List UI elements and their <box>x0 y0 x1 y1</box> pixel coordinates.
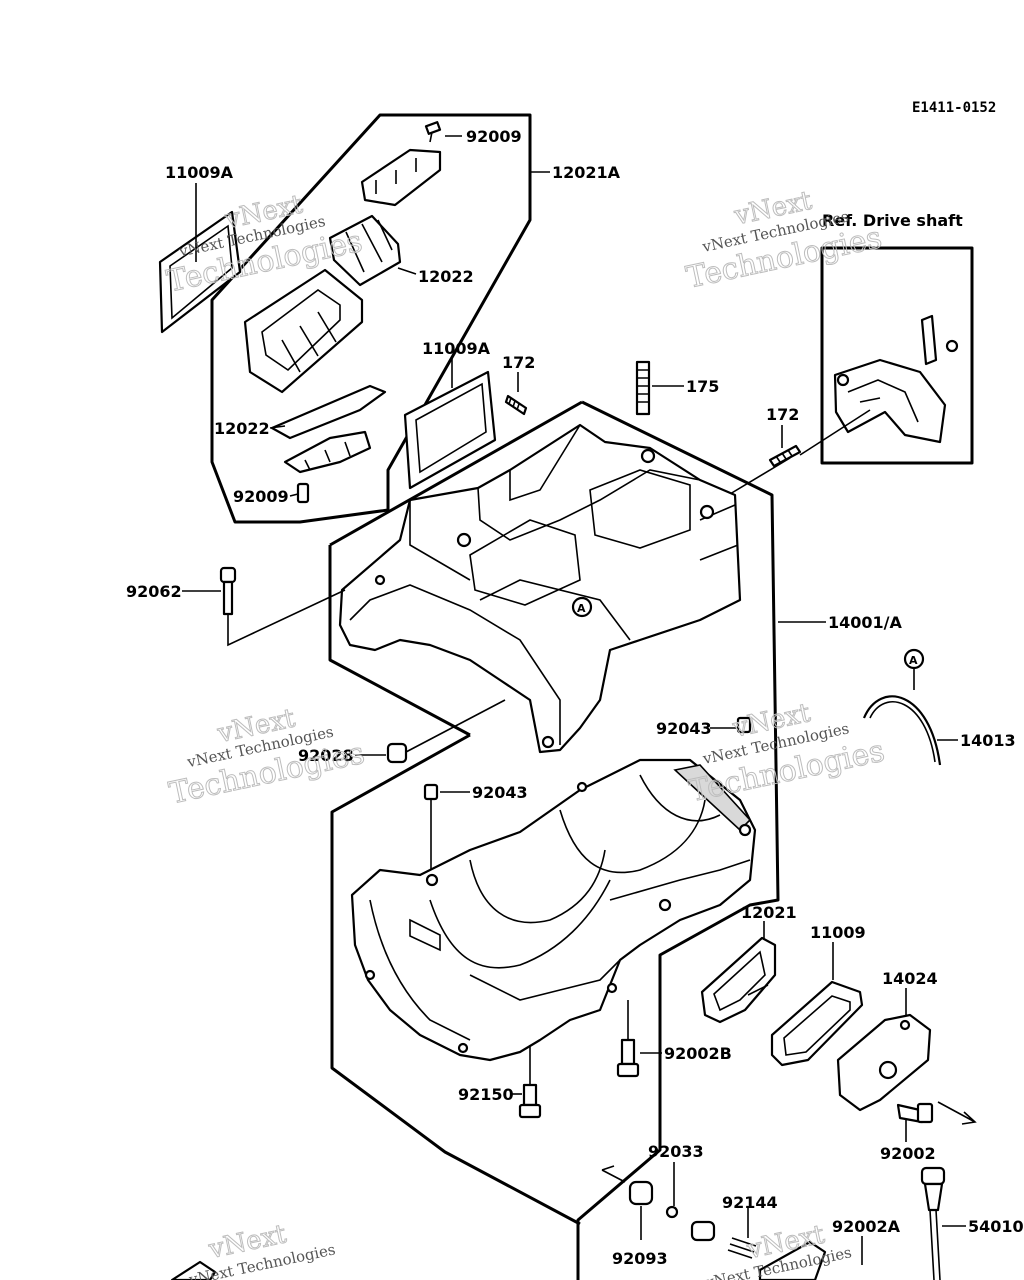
leader-12022-upper <box>397 267 417 275</box>
upper-crankcase <box>338 423 742 754</box>
watermark-bottom-right: vNext vNext Technologies <box>703 1219 853 1280</box>
part-fragment-bottom-left <box>170 1260 217 1280</box>
label-12021: 12021 <box>741 903 797 922</box>
cover-12021 <box>700 936 777 1024</box>
bolt-92002 <box>896 1102 934 1124</box>
screw-92009-upper <box>424 121 442 143</box>
reed-stopper-upper <box>360 148 442 207</box>
label-12022-upper: 12022 <box>418 267 474 286</box>
reed-petal-12022-upper <box>328 214 402 287</box>
label-175: 175 <box>686 377 719 396</box>
label-11009a-upper: 11009A <box>165 163 234 182</box>
label-92144: 92144 <box>722 1193 778 1212</box>
stud-175 <box>635 360 651 416</box>
dowel-92043-right <box>736 716 752 734</box>
label-11009a-middle: 11009A <box>422 339 491 358</box>
bolt-92062 <box>219 566 237 616</box>
arrow-left <box>601 1165 626 1183</box>
label-92093: 92093 <box>612 1249 668 1268</box>
watermark-middle-right: vNext vNext Technologies Technologies <box>686 698 888 810</box>
spring-92144 <box>727 1237 757 1259</box>
mark-a-upper <box>571 596 593 618</box>
drive-shaft-housing <box>833 314 959 444</box>
housing-bottom <box>758 1240 827 1280</box>
screw-92009-lower <box>296 482 310 504</box>
leader-12022-lower <box>269 425 286 429</box>
label-92043-left: 92043 <box>472 783 528 802</box>
collar-lower <box>690 1220 716 1242</box>
stud-172-right <box>768 444 802 468</box>
label-92062: 92062 <box>126 582 182 601</box>
label-92150: 92150 <box>458 1085 514 1104</box>
label-92002: 92002 <box>880 1144 936 1163</box>
bolt-92002b <box>616 1000 640 1078</box>
mark-a-upper-label: A <box>577 602 586 615</box>
gasket-11009a-middle <box>403 370 497 490</box>
label-92043-right: 92043 <box>656 719 712 738</box>
alignment-line-92062 <box>227 589 346 647</box>
label-12021a: 12021A <box>552 163 621 182</box>
watermark-middle-left: vNext vNext Technologies Technologies <box>166 703 368 812</box>
alignment-line-92028 <box>405 699 506 753</box>
watermark-upper-right: vNext vNext Technologies Technologies <box>683 185 885 296</box>
alignment-line-ref <box>799 409 871 456</box>
label-14013: 14013 <box>960 731 1016 750</box>
label-14001a: 14001/A <box>828 613 903 632</box>
label-172-upper: 172 <box>502 353 535 372</box>
leader-14013 <box>913 668 958 741</box>
reed-petal-12022-lower <box>270 384 387 440</box>
cover-14024 <box>836 1013 932 1112</box>
collar-92028 <box>386 742 408 764</box>
ref-drive-shaft-label: Ref. Drive shaft <box>822 211 963 230</box>
stud-172-upper <box>504 394 528 416</box>
label-12022-lower: 12022 <box>214 419 270 438</box>
label-92009-lower: 92009 <box>233 487 289 506</box>
collar-92093 <box>628 1180 654 1206</box>
dipstick-54010 <box>920 1166 946 1280</box>
reed-valve-group-frame <box>210 113 532 524</box>
arrow-right <box>937 1101 977 1125</box>
reed-stopper-lower <box>283 430 372 474</box>
bolt-92150 <box>518 1045 542 1119</box>
gasket-11009 <box>770 980 864 1067</box>
label-92028: 92028 <box>298 746 354 765</box>
label-92033: 92033 <box>648 1142 704 1161</box>
watermark-bottom-left: vNext vNext Technologies <box>187 1219 337 1280</box>
label-14024: 14024 <box>882 969 938 988</box>
label-92009-upper: 92009 <box>466 127 522 146</box>
label-54010: 54010 <box>968 1217 1024 1236</box>
mark-a-ring-label: A <box>909 654 918 667</box>
label-92002a: 92002A <box>832 1217 901 1236</box>
reed-valve-block <box>243 268 364 394</box>
leader-92009-lower <box>289 493 299 497</box>
seal-ring-14013 <box>862 695 942 766</box>
drive-shaft-ref-frame <box>820 246 974 465</box>
diagram-code: E1411-0152 <box>912 100 996 116</box>
label-92002b: 92002B <box>664 1044 732 1063</box>
oring-92033 <box>665 1205 679 1219</box>
dowel-92043-left <box>423 783 439 880</box>
crankcase-group-frame <box>328 400 780 1280</box>
label-172-right: 172 <box>766 405 799 424</box>
label-11009: 11009 <box>810 923 866 942</box>
gasket-11009a-upper <box>158 210 242 334</box>
lower-crankcase <box>350 758 757 1062</box>
